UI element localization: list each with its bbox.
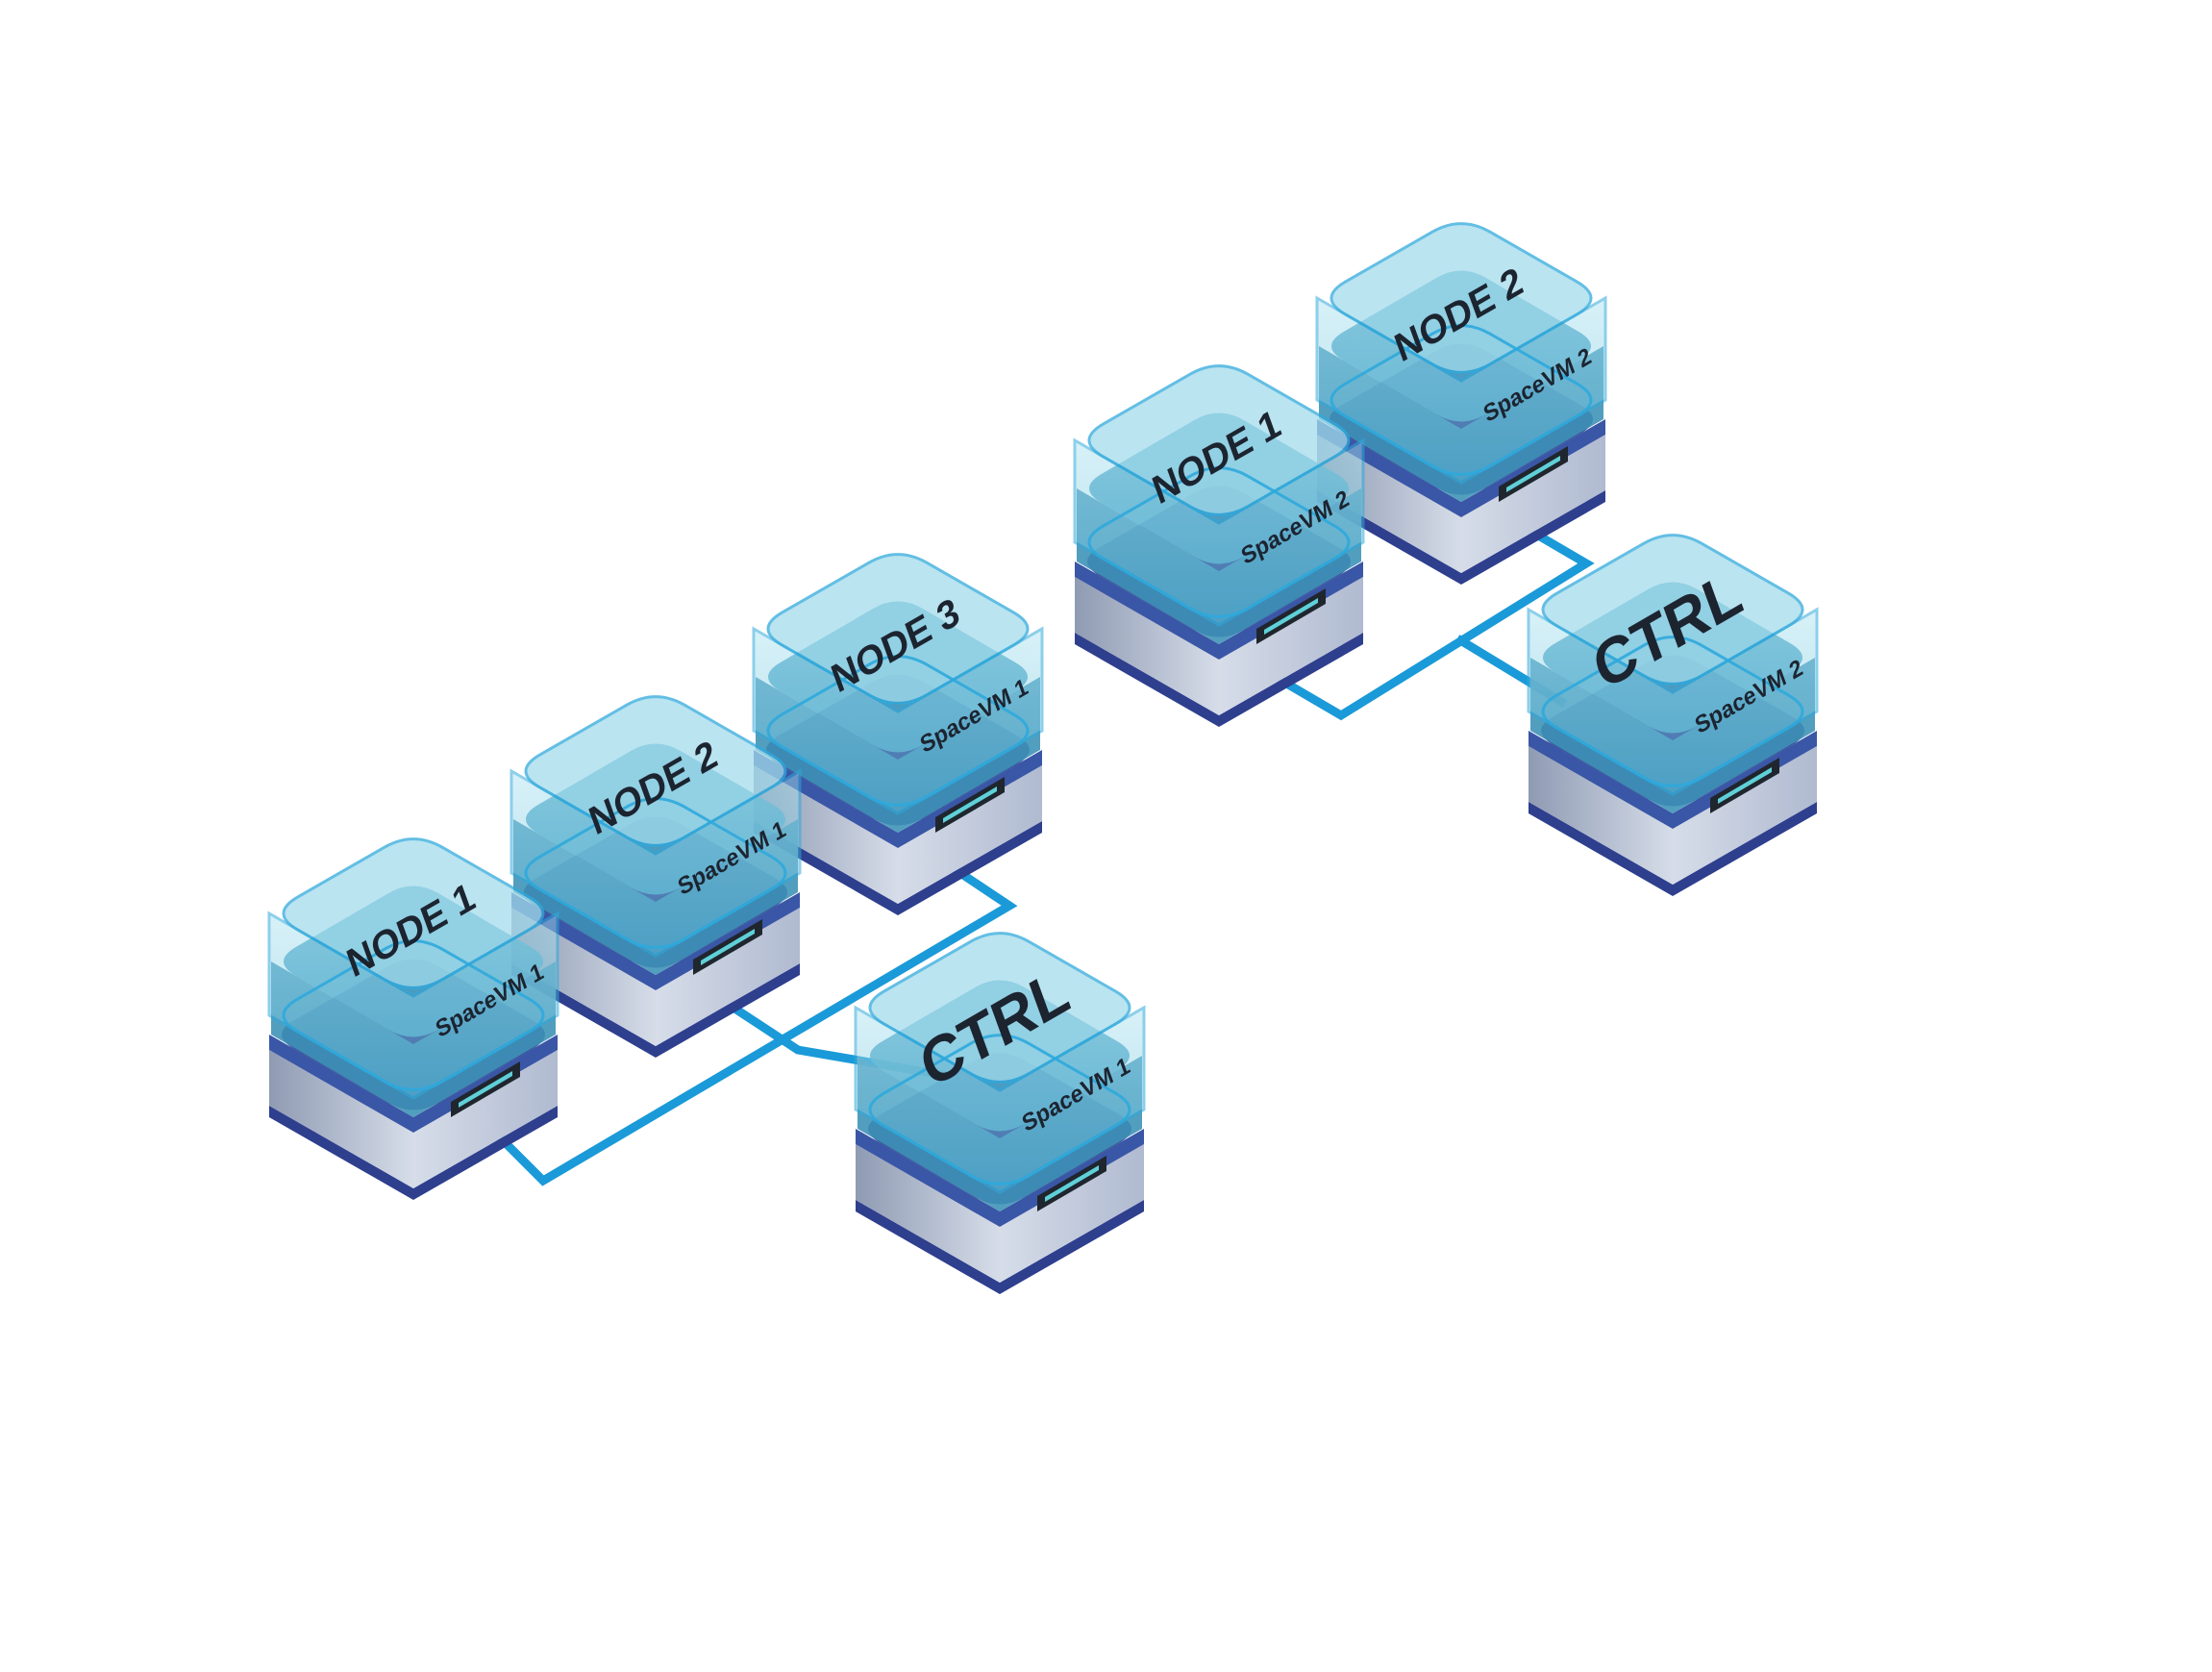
glass-lid-shell	[267, 911, 559, 1100]
network-link	[491, 863, 1018, 1186]
glass-lid-rim	[1087, 466, 1351, 618]
glass-lid-rim	[766, 655, 1030, 807]
server-body	[1529, 746, 1817, 885]
glass-lid-top	[1087, 364, 1351, 516]
glass-lid-rim	[1330, 324, 1593, 476]
server-body	[1317, 435, 1605, 573]
drive-slot-light	[1718, 767, 1772, 804]
server-body	[856, 1144, 1144, 1283]
glass-lid-shell	[854, 1005, 1146, 1194]
glass-lid-shell	[510, 768, 802, 958]
glass-lid-top	[1541, 534, 1804, 686]
server-body	[511, 908, 800, 1046]
glass-lid-shell	[752, 626, 1044, 815]
glass-lid-top	[868, 932, 1131, 1084]
server-body	[269, 1050, 558, 1188]
glass-lid-top	[524, 695, 787, 847]
drive-slot-light	[1045, 1165, 1099, 1202]
glass-lid-shell	[1527, 607, 1819, 796]
drive-slot-light	[1506, 456, 1560, 492]
glass-lid-shell	[1315, 295, 1607, 485]
glass-lid-rim	[1541, 636, 1804, 787]
glass-lid-top	[282, 837, 545, 989]
drive-slot-light	[1264, 598, 1318, 635]
glass-lid-rim	[282, 939, 545, 1091]
glass-lid-top	[1330, 222, 1593, 374]
drive-slot-light	[459, 1071, 512, 1108]
server-body	[754, 765, 1042, 904]
drive-slot-light	[943, 786, 997, 823]
glass-lid-top	[766, 553, 1030, 705]
server-body	[1075, 577, 1363, 715]
glass-lid-shell	[1073, 437, 1365, 627]
drive-slot-light	[701, 929, 755, 965]
glass-lid-rim	[524, 797, 787, 949]
glass-lid-rim	[868, 1034, 1131, 1185]
